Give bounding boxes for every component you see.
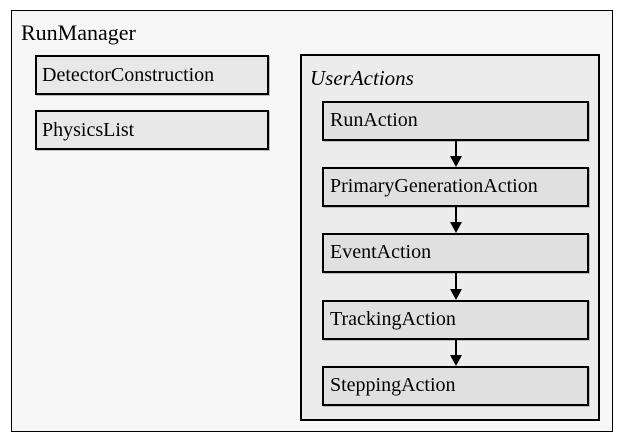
event-action-box: EventAction [322,233,589,273]
stepping-action-label: SteppingAction [330,374,456,396]
arrow-tracking-to-stepping [450,340,462,366]
physics-list-box: PhysicsList [35,110,269,150]
user-actions-label: UserActions [310,66,414,90]
stepping-action-box: SteppingAction [322,366,589,406]
run-manager-label: RunManager [21,20,136,45]
event-action-label: EventAction [330,241,432,263]
tracking-action-box: TrackingAction [322,300,589,340]
detector-construction-label: DetectorConstruction [42,64,215,86]
detector-construction-box: DetectorConstruction [35,55,269,95]
arrow-run-to-primary [450,141,462,167]
primary-generation-action-label: PrimaryGenerationAction [330,175,538,197]
primary-generation-action-box: PrimaryGenerationAction [322,167,589,207]
tracking-action-label: TrackingAction [330,308,456,330]
run-action-box: RunAction [322,101,589,141]
run-action-label: RunAction [330,109,418,131]
arrow-event-to-tracking [450,273,462,300]
arrow-primary-to-event [450,207,462,233]
physics-list-label: PhysicsList [42,119,135,141]
